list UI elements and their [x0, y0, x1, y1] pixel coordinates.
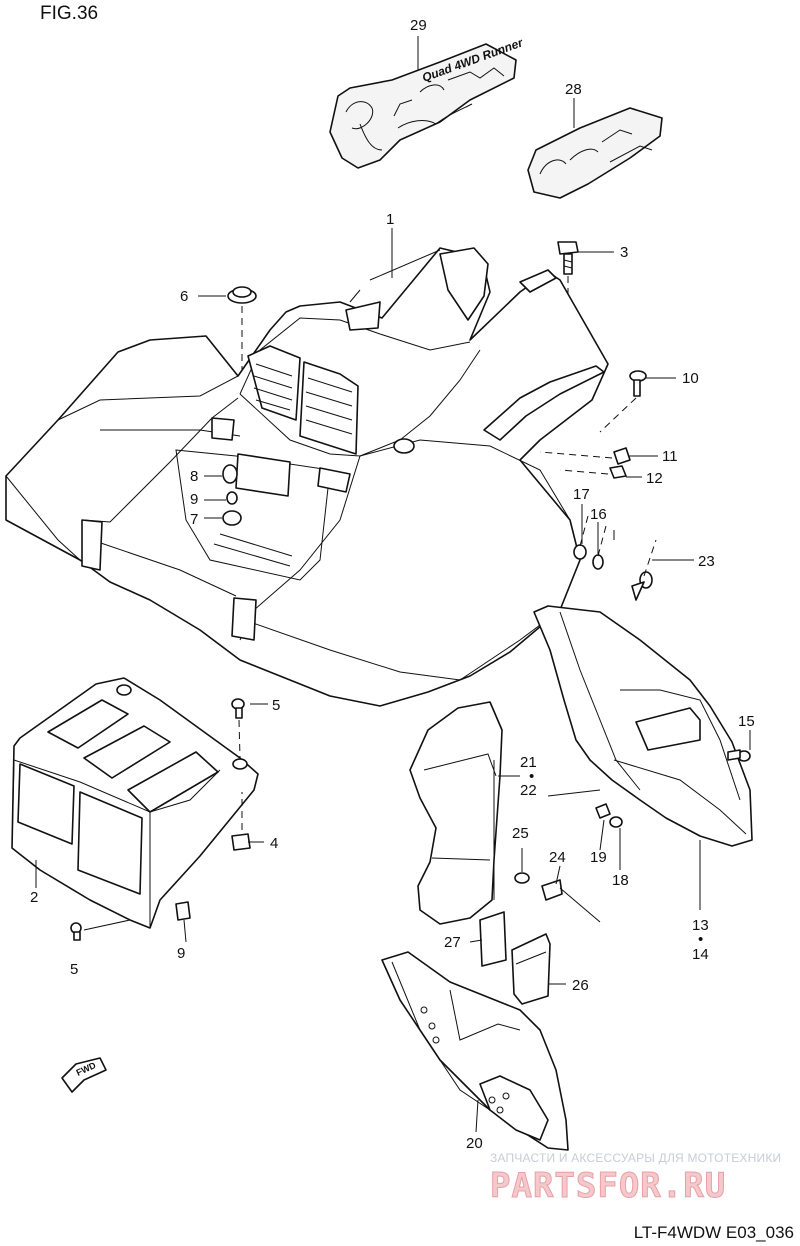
callout-27: 26: [572, 977, 589, 994]
callout-12: 11: [662, 448, 678, 465]
clip-4: [231, 792, 251, 851]
inner-fender-14-15: [533, 605, 753, 847]
screw-5-bottom: [70, 922, 82, 941]
watermark-logo: PARTSFOR.RU: [489, 1166, 727, 1207]
screw-11: [599, 370, 647, 433]
grommet-6: [227, 286, 257, 370]
nut-12: [539, 447, 631, 465]
grommet-26: [514, 872, 530, 884]
screw-24: [631, 539, 657, 601]
emblem-quad-runner: Quad 4WD Runner: [329, 35, 526, 169]
washers-17-18: [573, 515, 607, 570]
callout-14: 13: [692, 917, 709, 934]
parts-7-8-9: [222, 464, 242, 526]
front-fender: [5, 247, 609, 707]
callout-9: 9: [190, 491, 198, 508]
callout-30: 29: [410, 17, 427, 34]
nut-13: [559, 465, 627, 479]
fwd-arrow-icon: FWD: [61, 1057, 107, 1093]
front-panel-2: [11, 677, 259, 929]
rivet-25: [541, 879, 601, 923]
callout-3: 3: [620, 244, 628, 261]
bolt-3: [557, 241, 579, 300]
callout-15: 14: [692, 946, 709, 963]
callout-21: 20: [466, 1135, 483, 1152]
watermark-tagline: ЗАПЧАСТИ И АКСЕССУАРЫ ДЛЯ МОТОТЕХНИКИ: [490, 1151, 782, 1165]
callout-1: 1: [386, 211, 394, 228]
callout-13: 12: [646, 470, 663, 487]
callout-26: 25: [512, 825, 529, 842]
callout-20: 19: [590, 849, 607, 866]
callout-19: 18: [612, 872, 629, 889]
emblem-quad-runner-small: [527, 107, 663, 199]
leader-lines: [35, 36, 751, 1133]
callout-18: 17: [573, 486, 590, 503]
callout-28: 27: [444, 934, 461, 951]
callout-16: 15: [738, 713, 755, 730]
clip-10: [175, 901, 191, 921]
callout-5-bottom: 5: [70, 961, 78, 978]
callout-5-top: 5: [272, 697, 280, 714]
callout-17: 16: [590, 506, 607, 523]
figure-title: FIG.36: [40, 3, 99, 24]
mud-guard-21: [381, 951, 569, 1151]
screw-16: [727, 749, 751, 762]
side-cover-22-23: [409, 701, 503, 925]
callout-4: 4: [270, 835, 278, 852]
bracket-27: [511, 933, 551, 1005]
callout-24: 23: [698, 553, 715, 570]
callout-23: 22: [520, 782, 537, 799]
callout-8: 8: [190, 468, 198, 485]
screw-5-top: [231, 698, 245, 759]
callout-25: 24: [549, 849, 566, 866]
callout-29: 28: [565, 81, 582, 98]
callout-22: 21: [520, 754, 537, 771]
callout-numbers: 29 28 1 3 6 10 11 12 8 9 7 17 16 23 5 4 …: [30, 17, 755, 1152]
figure-code: LT-F4WDW E03_036: [633, 1223, 794, 1242]
parts-19-20: [595, 803, 623, 828]
callout-6: 6: [180, 288, 188, 305]
svg-text:•: •: [529, 768, 534, 785]
plate-28: [479, 911, 507, 967]
svg-text:•: •: [698, 931, 703, 948]
callout-11: 10: [682, 370, 699, 387]
callout-2: 2: [30, 889, 38, 906]
callout-7: 7: [190, 511, 198, 528]
callout-10: 9: [177, 945, 185, 962]
